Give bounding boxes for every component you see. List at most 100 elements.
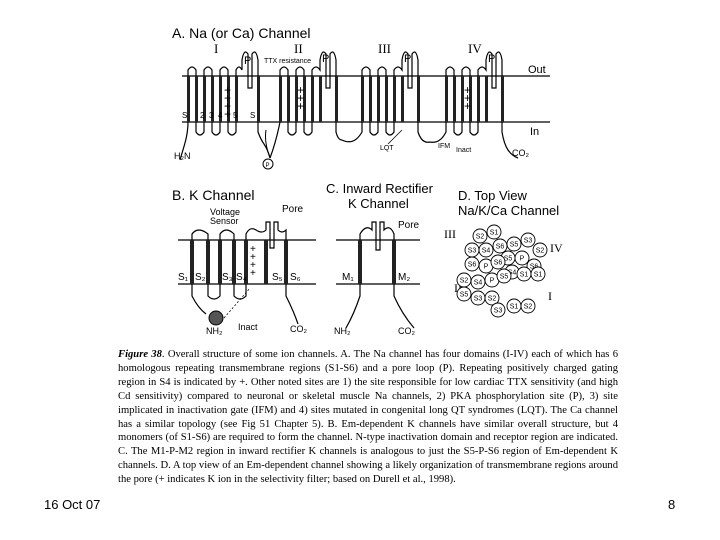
panel-c-m1-label: M₁ — [342, 272, 354, 283]
svg-text:+: + — [250, 260, 256, 271]
top-view-circle — [520, 298, 536, 314]
pore-label-i: P — [244, 55, 251, 67]
svg-text:S₆: S₆ — [290, 272, 301, 283]
top-view-circle — [472, 228, 488, 244]
segment-labels: S 2 3 4 5 S — [182, 111, 255, 120]
top-view-circle-label: S6 — [494, 260, 503, 267]
svg-text:+: + — [297, 83, 304, 97]
svg-text:+: + — [464, 91, 471, 105]
panel-d-domain-iv: IV — [550, 241, 563, 255]
svg-text:+: + — [464, 99, 471, 113]
svg-text:+: + — [250, 268, 256, 279]
panel-c-n-terminus: NH₂ — [334, 326, 351, 336]
panel-b-inact-label: Inact — [238, 322, 258, 332]
panel-b-tm-bars — [190, 240, 288, 284]
top-view-circle-label: S2 — [524, 304, 533, 311]
top-view-circle-label: S2 — [488, 296, 497, 303]
panel-c-title-line2: K Channel — [348, 196, 409, 211]
svg-text:3: 3 — [209, 111, 214, 120]
top-view-circle — [490, 254, 506, 270]
svg-text:S₃: S₃ — [222, 272, 233, 283]
top-view-circle-label: S1 — [534, 272, 543, 279]
panel-b-title: B. K Channel — [172, 187, 255, 203]
panel-b-pore-label: Pore — [282, 204, 304, 215]
panel-b-n-terminus: NH₂ — [206, 326, 223, 336]
inact-label-a: Inact — [456, 147, 471, 154]
top-view-circle-label: S4 — [482, 248, 491, 255]
top-view-circle-label: S6 — [530, 264, 539, 271]
in-label: In — [530, 126, 539, 138]
panel-b-segments — [191, 221, 299, 325]
panel-d-domain-i: I — [548, 289, 552, 303]
ifm-label: IFM — [438, 143, 450, 150]
panel-c-segments — [345, 221, 415, 329]
inactivation-ball — [208, 310, 224, 326]
domain-label-iii: III — [378, 41, 391, 56]
panel-a-domain-labels: I II III IV — [214, 41, 482, 56]
svg-text:+: + — [297, 99, 304, 113]
panel-b-c-terminus: CO₂ — [290, 324, 308, 334]
svg-text:S₅: S₅ — [272, 272, 283, 283]
footer-date: 16 Oct 07 — [44, 497, 101, 512]
panel-d-domain-iii: III — [444, 227, 456, 241]
panel-c-pore-label: Pore — [398, 220, 420, 231]
domain-ii-segments — [269, 51, 343, 159]
domain-label-ii: II — [294, 41, 303, 56]
domain-ii-plus-signs: +++ — [297, 83, 304, 113]
caption-text: . Overall structure of some ion channels… — [118, 349, 618, 486]
svg-text:+: + — [224, 83, 231, 97]
domain-iv-segments — [429, 51, 519, 159]
domain-label-iv: IV — [468, 41, 482, 56]
panel-d-title-line2: Na/K/Ca Channel — [458, 203, 559, 218]
top-view-circle — [456, 286, 472, 302]
svg-text:S: S — [250, 111, 255, 120]
top-view-circle-label: S4 — [508, 270, 517, 277]
top-view-circle — [520, 232, 536, 248]
top-view-circle-label: S2 — [536, 248, 545, 255]
svg-text:+: + — [464, 83, 471, 97]
top-view-circle-label: S3 — [524, 238, 533, 245]
domain-ii-tm-bars — [279, 76, 338, 122]
top-view-circle — [532, 242, 548, 258]
svg-text:+: + — [297, 91, 304, 105]
top-view-circle-label: S6 — [496, 244, 505, 251]
panel-c-title-line1: C. Inward Rectifier — [326, 181, 434, 196]
voltage-sensor-label-1: Voltage — [210, 207, 240, 217]
top-view-circle-label: P — [520, 256, 525, 263]
panel-b-plus-signs: ++++ — [250, 244, 256, 279]
domain-iii-tm-bars — [361, 76, 420, 122]
pore-label-iii: P — [404, 53, 411, 65]
top-view-circle — [490, 302, 506, 318]
top-view-circle — [484, 290, 500, 306]
domain-i-tm-bars — [187, 76, 260, 122]
top-view-circle-label: S1 — [520, 272, 529, 279]
panel-a-n-terminus: H₂N — [174, 151, 191, 161]
pka-connector — [265, 129, 271, 159]
svg-text:+: + — [250, 244, 256, 255]
top-view-circle-label: S4 — [474, 280, 483, 287]
panel-c-c-terminus: CO₂ — [398, 326, 416, 336]
top-view-circle-label: P — [484, 264, 489, 271]
panel-a-c-terminus: CO₂ — [512, 148, 530, 158]
out-label: Out — [528, 64, 546, 76]
top-view-circle-label: S1 — [490, 230, 499, 237]
voltage-sensor-label-2: Sensor — [210, 216, 239, 226]
svg-text:+: + — [224, 91, 231, 105]
pka-phospho-label: P — [266, 163, 270, 169]
panel-d-domain-ii: II — [454, 281, 462, 295]
top-view-circle-label: S5 — [500, 274, 509, 281]
ion-channel-figure: A. Na (or Ca) Channel I II III IV Out In… — [158, 18, 620, 498]
svg-text:S₄: S₄ — [236, 272, 247, 283]
svg-text:S₂: S₂ — [195, 272, 206, 283]
panel-c-tm-bars — [358, 240, 396, 284]
svg-text:S₁: S₁ — [178, 272, 189, 283]
top-view-circle — [506, 236, 522, 252]
lqt-arrow — [387, 129, 403, 145]
pka-phospho-circle — [262, 158, 274, 170]
domain-label-i: I — [214, 41, 218, 56]
top-view-circle — [514, 250, 530, 266]
top-view-circle-label: S5 — [510, 242, 519, 249]
figure-label: Figure 38 — [118, 349, 162, 360]
svg-text:5: 5 — [233, 111, 238, 120]
